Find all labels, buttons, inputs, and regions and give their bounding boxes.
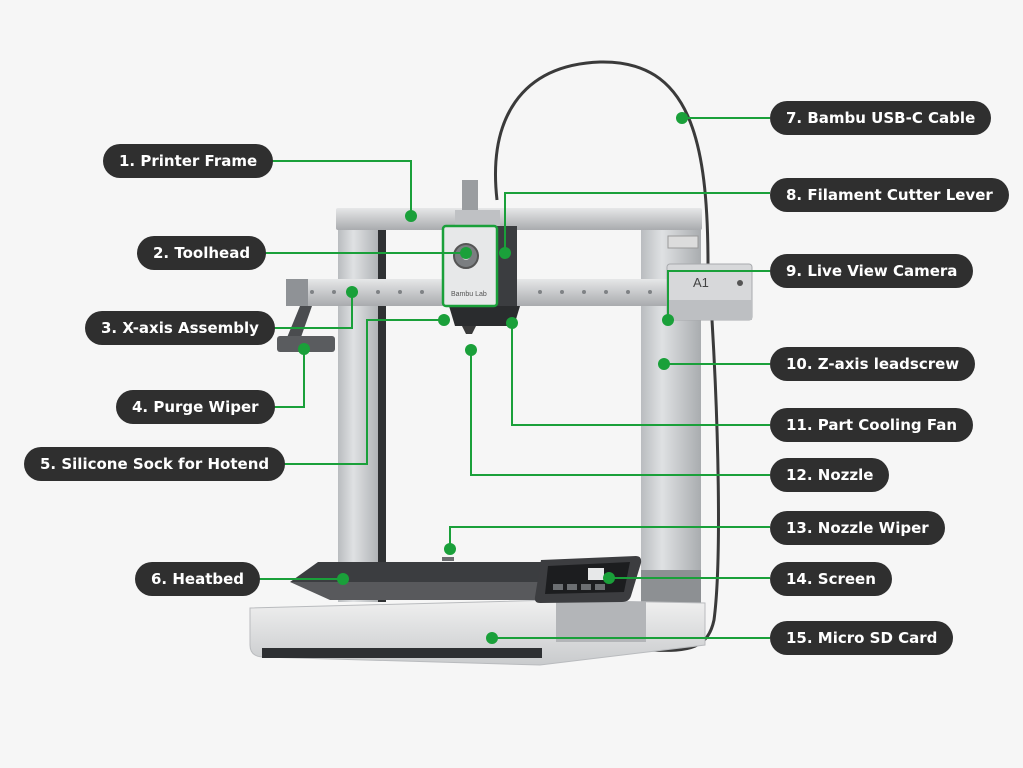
anchor-dot <box>603 572 615 584</box>
anchor-dots <box>298 112 688 644</box>
anchor-dot <box>346 286 358 298</box>
label-printer-frame: 1. Printer Frame <box>103 144 274 178</box>
top-beam <box>336 208 702 230</box>
anchor-dot <box>337 573 349 585</box>
anchor-dot <box>465 344 477 356</box>
anchor-dot <box>658 358 670 370</box>
hotend <box>449 306 520 326</box>
anchor-dot <box>438 314 450 326</box>
label-part-cooling-fan: 11. Part Cooling Fan <box>770 408 974 442</box>
leader-lines <box>248 117 770 639</box>
anchor-dot <box>298 343 310 355</box>
anchor-dot <box>405 210 417 222</box>
anchor-dot <box>486 632 498 644</box>
label-z-axis-leadscrew: 10. Z-axis leadscrew <box>770 347 976 381</box>
anchor-dot <box>499 247 511 259</box>
label-nozzle: 12. Nozzle <box>770 458 890 492</box>
anchor-dot <box>676 112 688 124</box>
anchor-dot <box>506 317 518 329</box>
label-screen: 14. Screen <box>770 562 892 596</box>
model-badge-text: A1 <box>693 275 709 290</box>
purge-wiper-bracket <box>286 306 312 340</box>
label-toolhead: 2. Toolhead <box>137 236 267 270</box>
toolhead-highlight <box>441 224 499 308</box>
label-usb-c-cable: 7. Bambu USB-C Cable <box>770 101 992 135</box>
heatbed-plate <box>290 562 572 582</box>
label-purge-wiper: 4. Purge Wiper <box>116 390 275 424</box>
rear-cable <box>649 319 720 652</box>
label-x-axis-assembly: 3. X-axis Assembly <box>85 311 275 345</box>
anchor-dot <box>662 314 674 326</box>
label-micro-sd-card: 15. Micro SD Card <box>770 621 954 655</box>
label-nozzle-wiper: 13. Nozzle Wiper <box>770 511 945 545</box>
anchor-dot <box>460 247 472 259</box>
label-silicone-sock: 5. Silicone Sock for Hotend <box>24 447 286 481</box>
toolhead-top-tube <box>462 180 478 210</box>
label-live-view-camera: 9. Live View Camera <box>770 254 974 288</box>
label-heatbed: 6. Heatbed <box>135 562 261 596</box>
label-filament-cutter-lever: 8. Filament Cutter Lever <box>770 178 1009 212</box>
toolhead-brand-text: Bambu Lab <box>451 291 487 298</box>
anchor-dot <box>444 543 456 555</box>
usb-c-cable <box>494 60 710 266</box>
